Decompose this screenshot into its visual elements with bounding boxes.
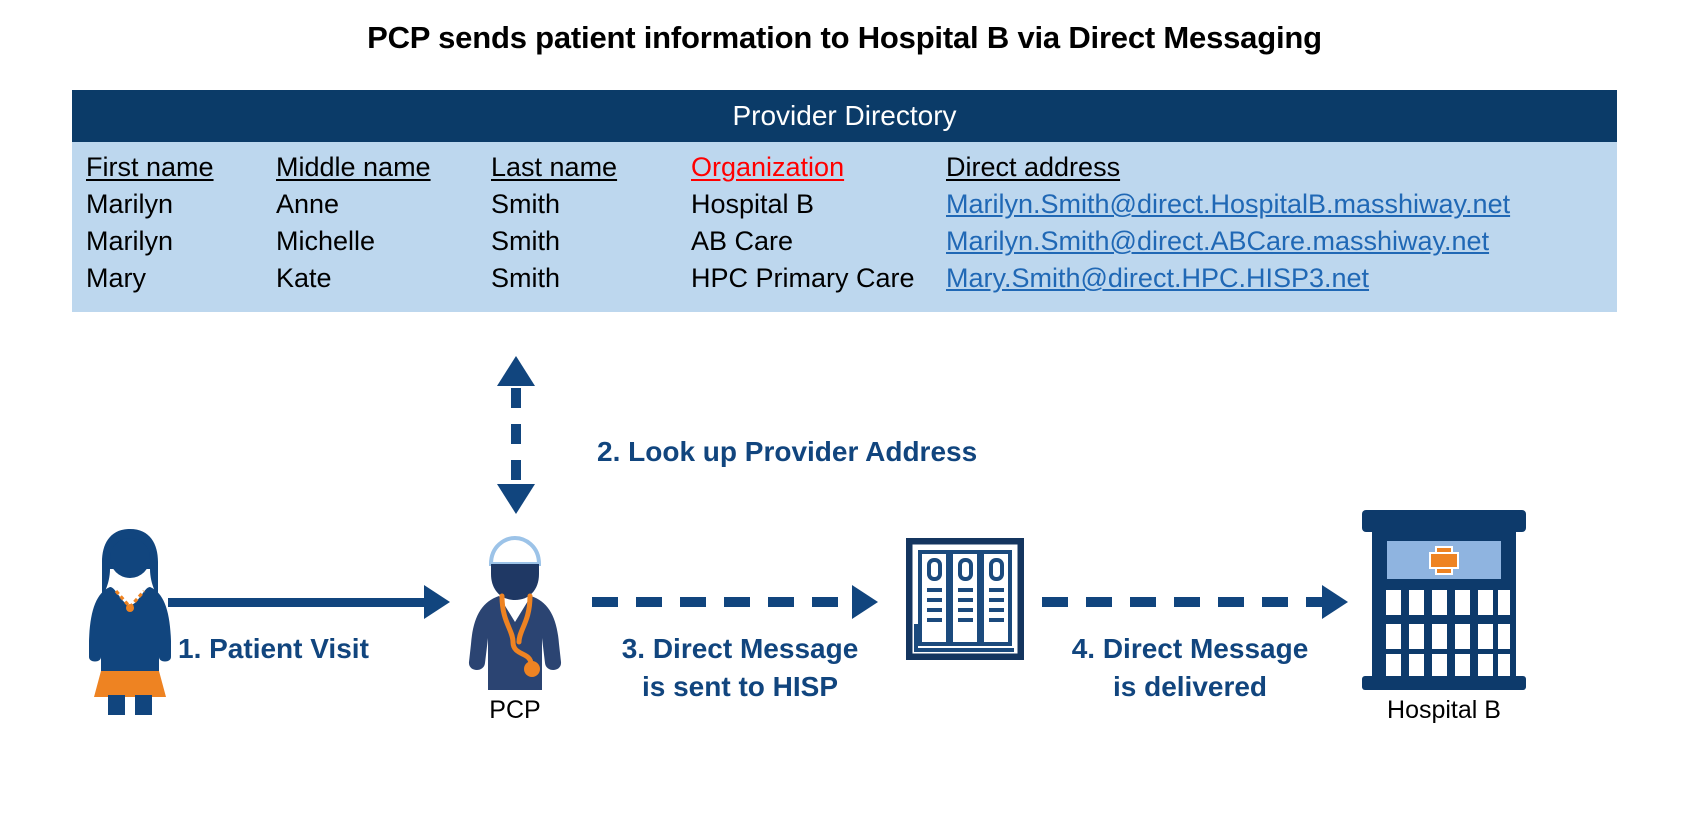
dashed-line-horizontal [592, 597, 854, 607]
cell-middle-name: Anne [276, 189, 340, 219]
table-header-row: First name Middle name Last name Organiz… [72, 150, 1617, 187]
cell-organization: HPC Primary Care [691, 263, 915, 293]
pcp-caption: PCP [489, 696, 541, 724]
table-row: Marilyn Anne Smith Hospital B Marilyn.Sm… [72, 187, 1617, 224]
cell-organization: AB Care [691, 226, 794, 256]
cell-middle-name: Kate [276, 263, 332, 293]
cell-last-name: Smith [491, 263, 561, 293]
patient-female-icon [80, 525, 180, 717]
arrowhead-right-icon [424, 585, 450, 619]
arrowhead-down-icon [497, 484, 535, 514]
arrowhead-right-icon [1322, 585, 1348, 619]
provider-directory-table: Provider Directory First name Middle nam… [72, 90, 1617, 312]
step-4-label-line1: 4. Direct Message [1071, 633, 1309, 664]
server-rack-icon [905, 537, 1025, 661]
hospital-caption: Hospital B [1387, 696, 1501, 724]
directory-header-title: Provider Directory [72, 90, 1617, 142]
column-header-first-name: First name [86, 152, 214, 182]
arrowhead-up-icon [497, 356, 535, 386]
cell-organization: Hospital B [691, 189, 815, 219]
cell-last-name: Smith [491, 226, 561, 256]
dashed-line-vertical [511, 388, 521, 484]
direct-address-link[interactable]: Mary.Smith@direct.HPC.HISP3.net [946, 263, 1370, 293]
step-4-label: 4. Direct Message is delivered [1040, 630, 1340, 706]
hospital-building-icon [1358, 508, 1530, 693]
table-row: Marilyn Michelle Smith AB Care Marilyn.S… [72, 224, 1617, 261]
solid-line-horizontal [168, 598, 426, 607]
page-title: PCP sends patient information to Hospita… [367, 20, 1322, 55]
column-header-organization: Organization [691, 152, 845, 182]
directory-body: First name Middle name Last name Organiz… [72, 142, 1617, 312]
column-header-last-name: Last name [491, 152, 618, 182]
arrowhead-right-icon [852, 585, 878, 619]
dashed-line-horizontal [1042, 597, 1324, 607]
cell-last-name: Smith [491, 189, 561, 219]
doctor-icon [455, 530, 575, 690]
column-header-direct-address: Direct address [946, 152, 1121, 182]
cell-middle-name: Michelle [276, 226, 376, 256]
step-1-label: 1. Patient Visit [178, 633, 369, 664]
direct-address-link[interactable]: Marilyn.Smith@direct.ABCare.masshiway.ne… [946, 226, 1490, 256]
cell-first-name: Marilyn [86, 226, 174, 256]
column-header-middle-name: Middle name [276, 152, 431, 182]
cell-first-name: Marilyn [86, 189, 174, 219]
table-row: Mary Kate Smith HPC Primary Care Mary.Sm… [72, 261, 1617, 298]
step-3-label-line2: is sent to HISP [641, 670, 839, 702]
cell-first-name: Mary [86, 263, 146, 293]
step-3-label-line1: 3. Direct Message [621, 633, 859, 664]
step-2-label: 2. Look up Provider Address [597, 436, 978, 467]
step-4-label-line2: is delivered [1112, 670, 1268, 702]
step-3-label: 3. Direct Message is sent to HISP [590, 630, 890, 706]
direct-address-link[interactable]: Marilyn.Smith@direct.HospitalB.masshiway… [946, 189, 1511, 219]
